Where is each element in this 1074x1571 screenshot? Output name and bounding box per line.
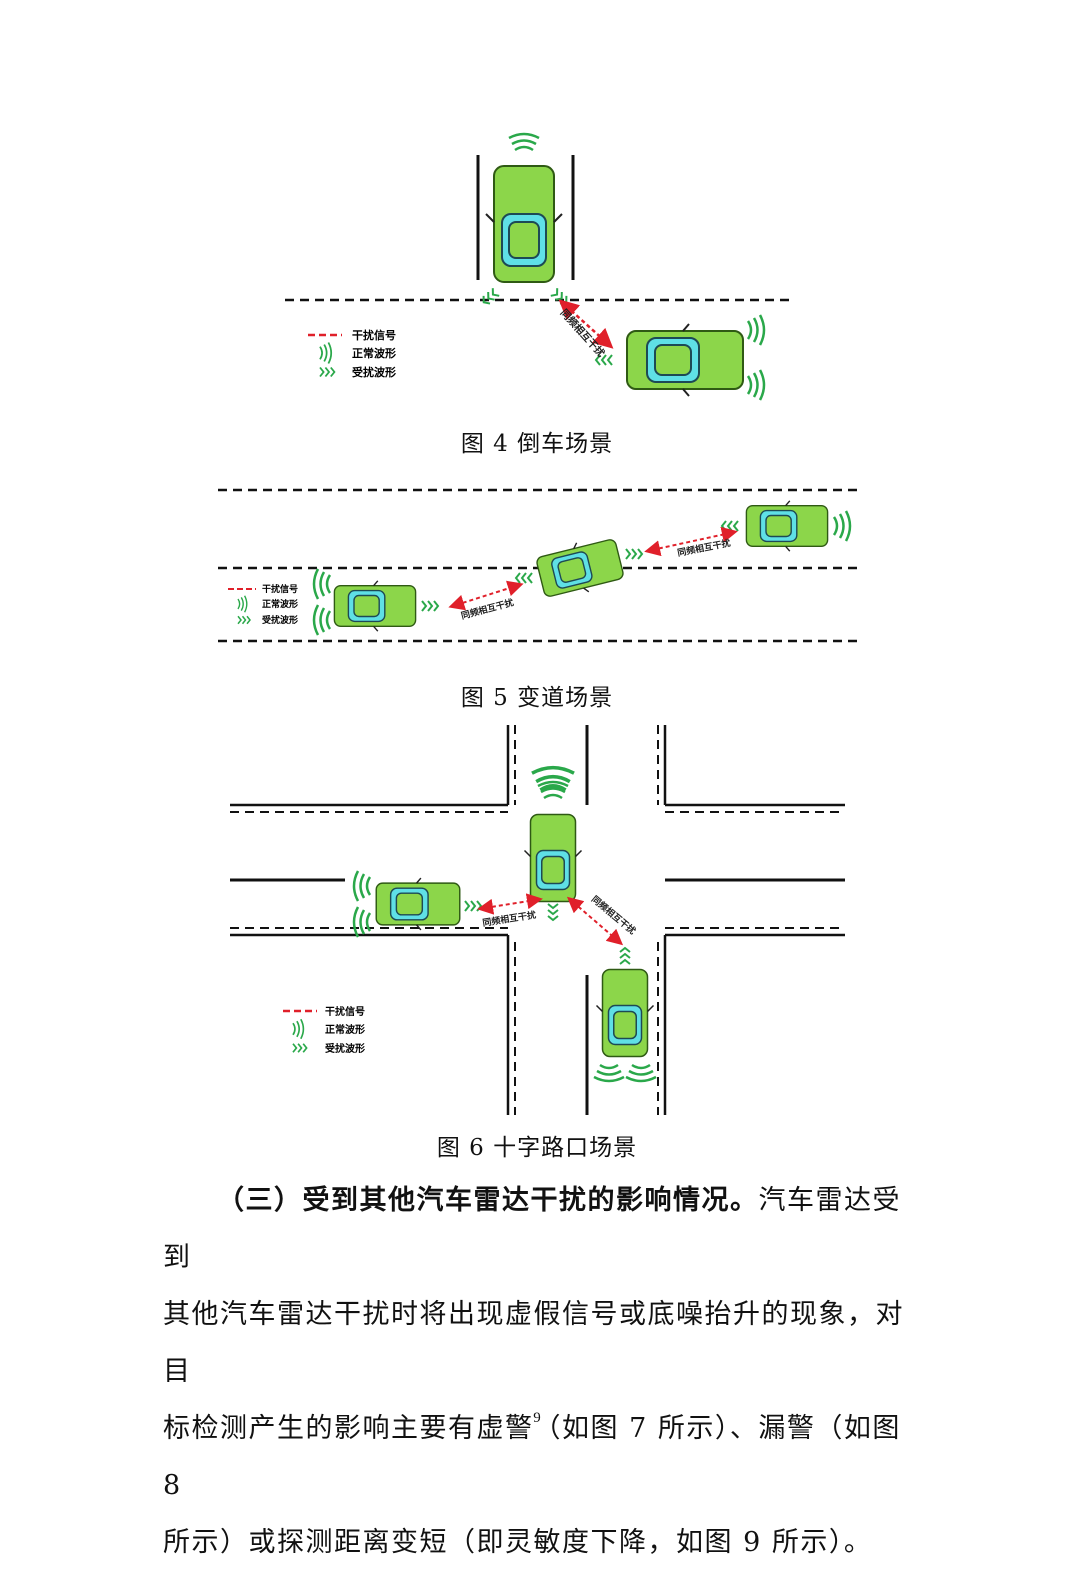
normal-wave [530,765,576,792]
figure-6-caption: 图 6 十字路口场景 [436,1135,638,1161]
page-number: 9 [533,1410,541,1426]
figure-4-reversing-diagram: 同频相互干扰 干扰信号 正常波形 受扰波形 [285,132,790,402]
interference-label: 同频相互干扰 [460,596,515,622]
legend-disturbed: 受扰波形 [262,614,298,626]
paragraph-line-3: 标检测产生的影响主要有虚警（如图 7 所示）、漏警（如图 8 [163,1413,901,1501]
normal-wave [352,869,372,903]
car-1 [485,165,563,283]
legend-normal: 正常波形 [352,346,396,360]
disturbed-wave [547,903,559,921]
disturbed-wave [464,900,482,912]
legend-disturbed: 受扰波形 [352,365,396,379]
car-2 [626,323,744,397]
legend-normal: 正常波形 [262,598,298,610]
disturbed-wave [421,600,439,612]
figure-6-intersection-diagram: 同频相互干扰 同频相互干扰 干扰信号 正常波形 受扰波形 [230,725,845,1115]
legend-normal: 正常波形 [325,1023,365,1036]
interference-label: 同频相互干扰 [558,306,608,359]
paragraph-text: 汽车雷达受到 [163,1185,901,1273]
legend: 干扰信号 正常波形 受扰波形 [308,328,396,379]
car-3 [595,968,655,1058]
interference-label: 同频相互干扰 [589,893,638,937]
normal-wave [352,905,372,939]
disturbed-wave [549,287,571,308]
legend: 干扰信号 正常波形 受扰波形 [283,1005,365,1055]
car-2 [375,877,461,931]
car-1 [523,813,583,903]
normal-wave [746,313,766,347]
car-1 [333,580,417,632]
interference-arrow [448,580,524,611]
interference-label: 同频相互干扰 [676,537,731,559]
car-2 [533,533,627,603]
normal-wave [832,509,852,543]
legend-interference: 干扰信号 [352,328,396,342]
interference-arrow [644,526,738,557]
legend-interference: 干扰信号 [262,583,298,595]
normal-wave [507,132,541,152]
car-3 [745,500,829,552]
normal-wave [312,603,332,637]
paragraph-line-4: 所示）或探测距离变短（即灵敏度下降，如图 9 所示）。 [163,1527,873,1558]
disturbed-wave [515,572,533,584]
paragraph-line-2: 其他汽车雷达干扰时将出现虚假信号或底噪抬升的现象，对目 [163,1299,904,1387]
legend-disturbed: 受扰波形 [325,1042,365,1055]
figure-4-caption: 图 4 倒车场景 [460,431,614,457]
disturbed-wave [619,947,631,965]
interference-label: 同频相互干扰 [482,909,537,929]
normal-wave [312,567,332,601]
paragraph-line-1: （三）受到其他汽车雷达干扰的影响情况。汽车雷达受到 [163,1172,913,1286]
legend: 干扰信号 正常波形 受扰波形 [228,583,298,626]
interference-arrow [558,299,614,349]
legend-interference: 干扰信号 [325,1005,365,1018]
section-heading: （三）受到其他汽车雷达干扰的影响情况。 [217,1185,759,1216]
figure-5-lane-change-diagram: 同频相互干扰 同频相互干扰 干扰信号 正常波形 受扰波形 [218,488,860,643]
disturbed-wave [479,287,501,308]
disturbed-wave [721,520,739,532]
body-paragraph: （三）受到其他汽车雷达干扰的影响情况。汽车雷达受到 其他汽车雷达干扰时将出现虚假… [163,1172,913,1571]
interference-arrow [566,896,624,946]
interference-arrow [477,893,543,915]
normal-wave [624,1063,658,1083]
disturbed-wave [625,548,643,560]
figure-5-caption: 图 5 变道场景 [460,685,614,711]
normal-wave [592,1063,626,1083]
normal-wave [746,368,766,402]
